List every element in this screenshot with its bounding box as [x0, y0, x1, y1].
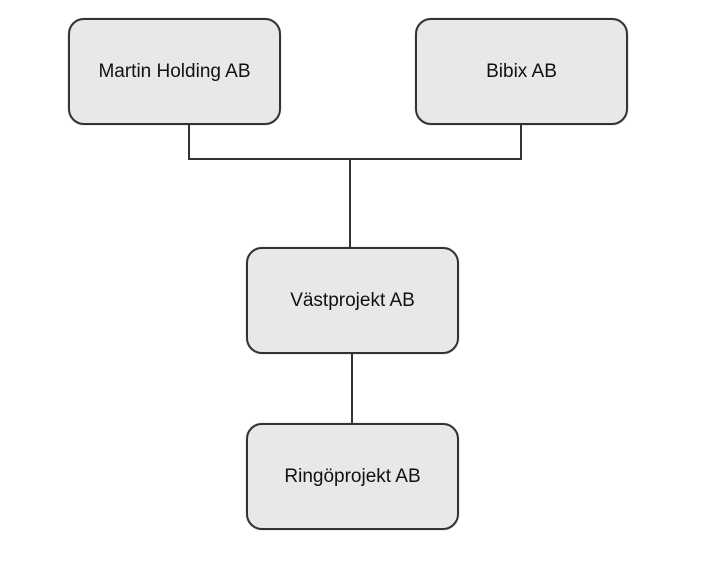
node-bibix: Bibix AB — [415, 18, 628, 125]
node-vastprojekt: Västprojekt AB — [246, 247, 459, 354]
node-label: Västprojekt AB — [290, 289, 415, 311]
node-label: Bibix AB — [486, 60, 557, 82]
node-martin-holding: Martin Holding AB — [68, 18, 281, 125]
node-ringoprojekt: Ringöprojekt AB — [246, 423, 459, 530]
node-label: Martin Holding AB — [98, 60, 251, 82]
node-label: Ringöprojekt AB — [284, 465, 421, 487]
